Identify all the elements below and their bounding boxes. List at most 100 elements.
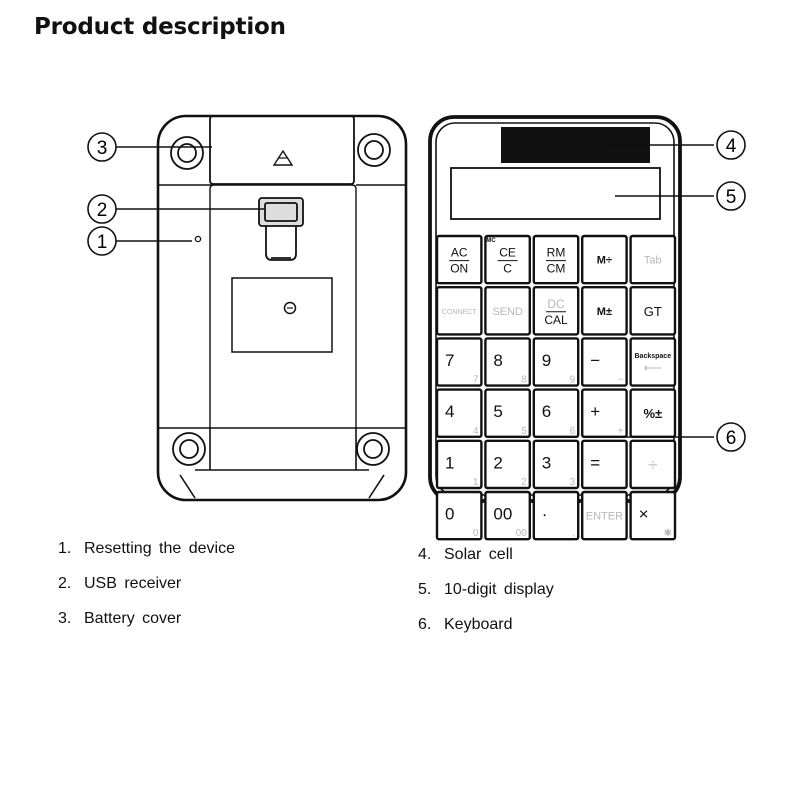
key-3-1: 55 xyxy=(484,388,531,439)
key-label: 1 xyxy=(473,477,479,488)
key-label: CAL xyxy=(544,313,568,327)
svg-text:2: 2 xyxy=(97,200,108,221)
key-label: , xyxy=(572,528,575,539)
reset-hole xyxy=(194,235,202,243)
key-label: ÷ xyxy=(648,455,657,474)
key-label: = xyxy=(590,453,600,472)
key-label: GT xyxy=(644,304,662,319)
display-screen xyxy=(450,167,661,220)
key-label: 9 xyxy=(542,351,551,370)
key-label: M÷ xyxy=(597,255,612,267)
key-label: 9 xyxy=(570,375,576,386)
battery-cover xyxy=(209,115,355,185)
key-2-0: 77 xyxy=(435,337,483,387)
key-label: 8 xyxy=(493,351,502,370)
callout-5: 5 xyxy=(716,181,746,211)
key-label: · xyxy=(542,505,548,524)
key-2-4: Backspace⟵ xyxy=(629,337,677,387)
key-label: 7 xyxy=(473,375,479,386)
key-label: 2 xyxy=(521,477,527,488)
key-label: 5 xyxy=(521,426,527,437)
feature-item-solar-cell: 4.Solar cell xyxy=(418,546,513,563)
key-label: 3 xyxy=(570,477,576,488)
key-5-0: 00 xyxy=(435,490,483,541)
key-0-4: Tab xyxy=(629,234,677,285)
key-1-0: CONNECT xyxy=(435,286,483,336)
callout-1: 1 xyxy=(87,226,117,256)
key-label: 1 xyxy=(445,453,454,472)
key-label: 00 xyxy=(516,528,528,539)
key-1-3: M± xyxy=(581,286,628,336)
svg-text:1: 1 xyxy=(97,232,108,253)
key-label: ENTER xyxy=(586,511,623,523)
key-label: 0 xyxy=(445,505,454,524)
key-label: CONNECT xyxy=(442,309,477,316)
usb-receiver xyxy=(258,197,304,261)
key-label: + xyxy=(618,426,624,437)
key-2-3: −− xyxy=(581,337,628,387)
key-label: ⟵ xyxy=(643,360,662,375)
key-0-0: AC ON xyxy=(435,234,483,285)
callout-2: 2 xyxy=(87,194,117,224)
key-5-4: ×✱ xyxy=(629,490,677,541)
feature-item-display: 5.10-digit display xyxy=(418,581,554,598)
key-1-2: DC CAL xyxy=(532,286,580,336)
feature-list-left: 1.Resetting the device 2.USB receiver 3.… xyxy=(58,539,235,644)
key-5-1: 00 00 xyxy=(484,490,531,541)
key-label: 4 xyxy=(445,402,454,421)
feature-item-battery-cover: 3.Battery cover xyxy=(58,610,182,627)
key-label: Tab xyxy=(644,255,662,267)
key-label: − xyxy=(590,351,600,370)
key-label: %± xyxy=(643,406,662,421)
feature-item-keyboard: 6.Keyboard xyxy=(418,616,513,633)
key-0-2: RM CM xyxy=(532,234,580,285)
key-label: 3 xyxy=(542,453,551,472)
key-1-4: GT xyxy=(629,286,677,336)
key-label: 4 xyxy=(473,426,479,437)
key-label: + xyxy=(590,402,600,421)
key-label: ✱ xyxy=(664,528,672,539)
key-4-4: ÷ xyxy=(629,439,677,490)
svg-text:3: 3 xyxy=(97,138,108,159)
label-plate xyxy=(231,277,333,353)
key-label: RM xyxy=(547,246,566,260)
key-5-2: ·, xyxy=(532,490,580,541)
key-4-2: 33 xyxy=(532,439,580,490)
key-label: 0 xyxy=(473,528,479,539)
page-title: Product description xyxy=(34,14,286,40)
key-2-2: 99 xyxy=(532,337,580,387)
callout-6: 6 xyxy=(716,422,746,452)
key-5-3: ENTER xyxy=(581,490,628,541)
key-label: ON xyxy=(450,262,468,276)
feature-item-reset: 1.Resetting the device xyxy=(58,540,235,557)
feature-item-usb-receiver: 2.USB receiver xyxy=(58,575,182,592)
key-label: 00 xyxy=(493,505,512,524)
key-label: MC xyxy=(486,238,496,244)
key-label: 5 xyxy=(493,402,502,421)
key-label: 2 xyxy=(493,453,502,472)
key-label: 6 xyxy=(570,426,576,437)
key-label: M± xyxy=(597,306,612,318)
key-label: × xyxy=(639,505,649,524)
key-4-0: 11 xyxy=(435,439,483,490)
key-4-3: = xyxy=(581,439,628,490)
key-label: CM xyxy=(547,262,566,276)
key-0-3: M÷ xyxy=(581,234,628,285)
feature-list-right: 4.Solar cell 5.10-digit display 6.Keyboa… xyxy=(418,545,554,650)
screw-holes xyxy=(170,133,391,466)
key-label: AC xyxy=(451,246,468,260)
callout-3: 3 xyxy=(87,132,117,162)
callout-lines xyxy=(116,144,714,438)
key-label: DC xyxy=(547,297,565,311)
key-label: − xyxy=(618,375,624,386)
key-4-1: 22 xyxy=(484,439,531,490)
key-label: Backspace xyxy=(635,353,672,360)
key-label: C xyxy=(503,262,512,276)
key-label: SEND xyxy=(492,306,523,318)
key-label: 6 xyxy=(542,402,551,421)
callout-4: 4 xyxy=(716,130,746,160)
key-2-1: 88 xyxy=(484,337,531,387)
